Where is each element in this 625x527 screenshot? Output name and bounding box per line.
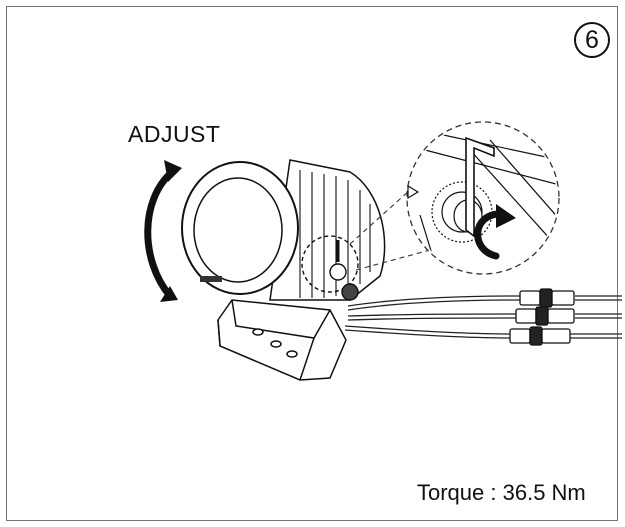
adjust-label: ADJUST [128, 121, 221, 147]
lamp-body [181, 159, 386, 301]
mounting-bracket [217, 299, 347, 381]
hex-key-icon [465, 136, 495, 238]
curved-double-arrow-icon [144, 160, 182, 302]
zoom-detail [406, 121, 560, 275]
adjust-knob [301, 235, 359, 301]
step-number-badge: 6 [574, 22, 610, 58]
clockwise-arrow-icon [474, 204, 516, 260]
torque-label: Torque : 36.5 Nm [417, 480, 586, 505]
cables [344, 295, 622, 339]
zoom-leader-lines [349, 189, 431, 271]
cable-connectors [509, 288, 575, 346]
